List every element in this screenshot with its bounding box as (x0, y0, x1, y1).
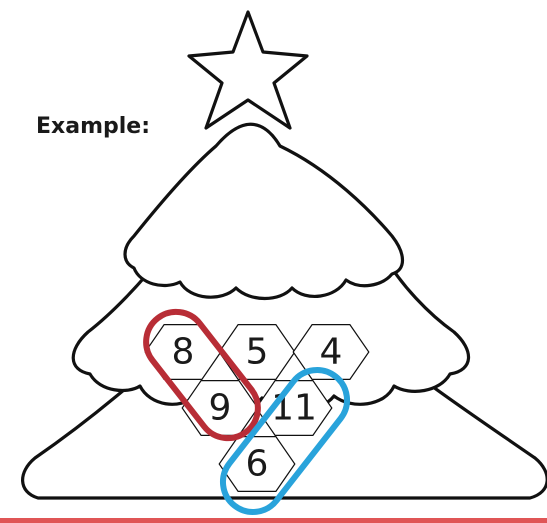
highlight-layer (143, 308, 351, 515)
hex-cell: 11 (255, 380, 333, 436)
hex-cell-number: 5 (246, 332, 269, 373)
hex-cell: 5 (218, 324, 296, 380)
hex-cell-number: 4 (320, 332, 343, 373)
star-icon (187, 10, 309, 130)
hex-cell-number: 11 (271, 388, 317, 429)
hex-cell-number: 6 (246, 444, 269, 485)
hex-cell: 4 (292, 324, 370, 380)
hex-cell-shape (292, 324, 370, 380)
red-highlight (143, 308, 261, 442)
bottom-accent-bar (0, 518, 547, 523)
blue-highlight (219, 367, 351, 515)
hex-cell-number: 9 (209, 388, 232, 429)
tree-top-tier (123, 122, 405, 300)
hex-cell-number: 8 (172, 332, 195, 373)
example-label: Example: (36, 114, 150, 139)
hex-cell: 8 (144, 324, 222, 380)
